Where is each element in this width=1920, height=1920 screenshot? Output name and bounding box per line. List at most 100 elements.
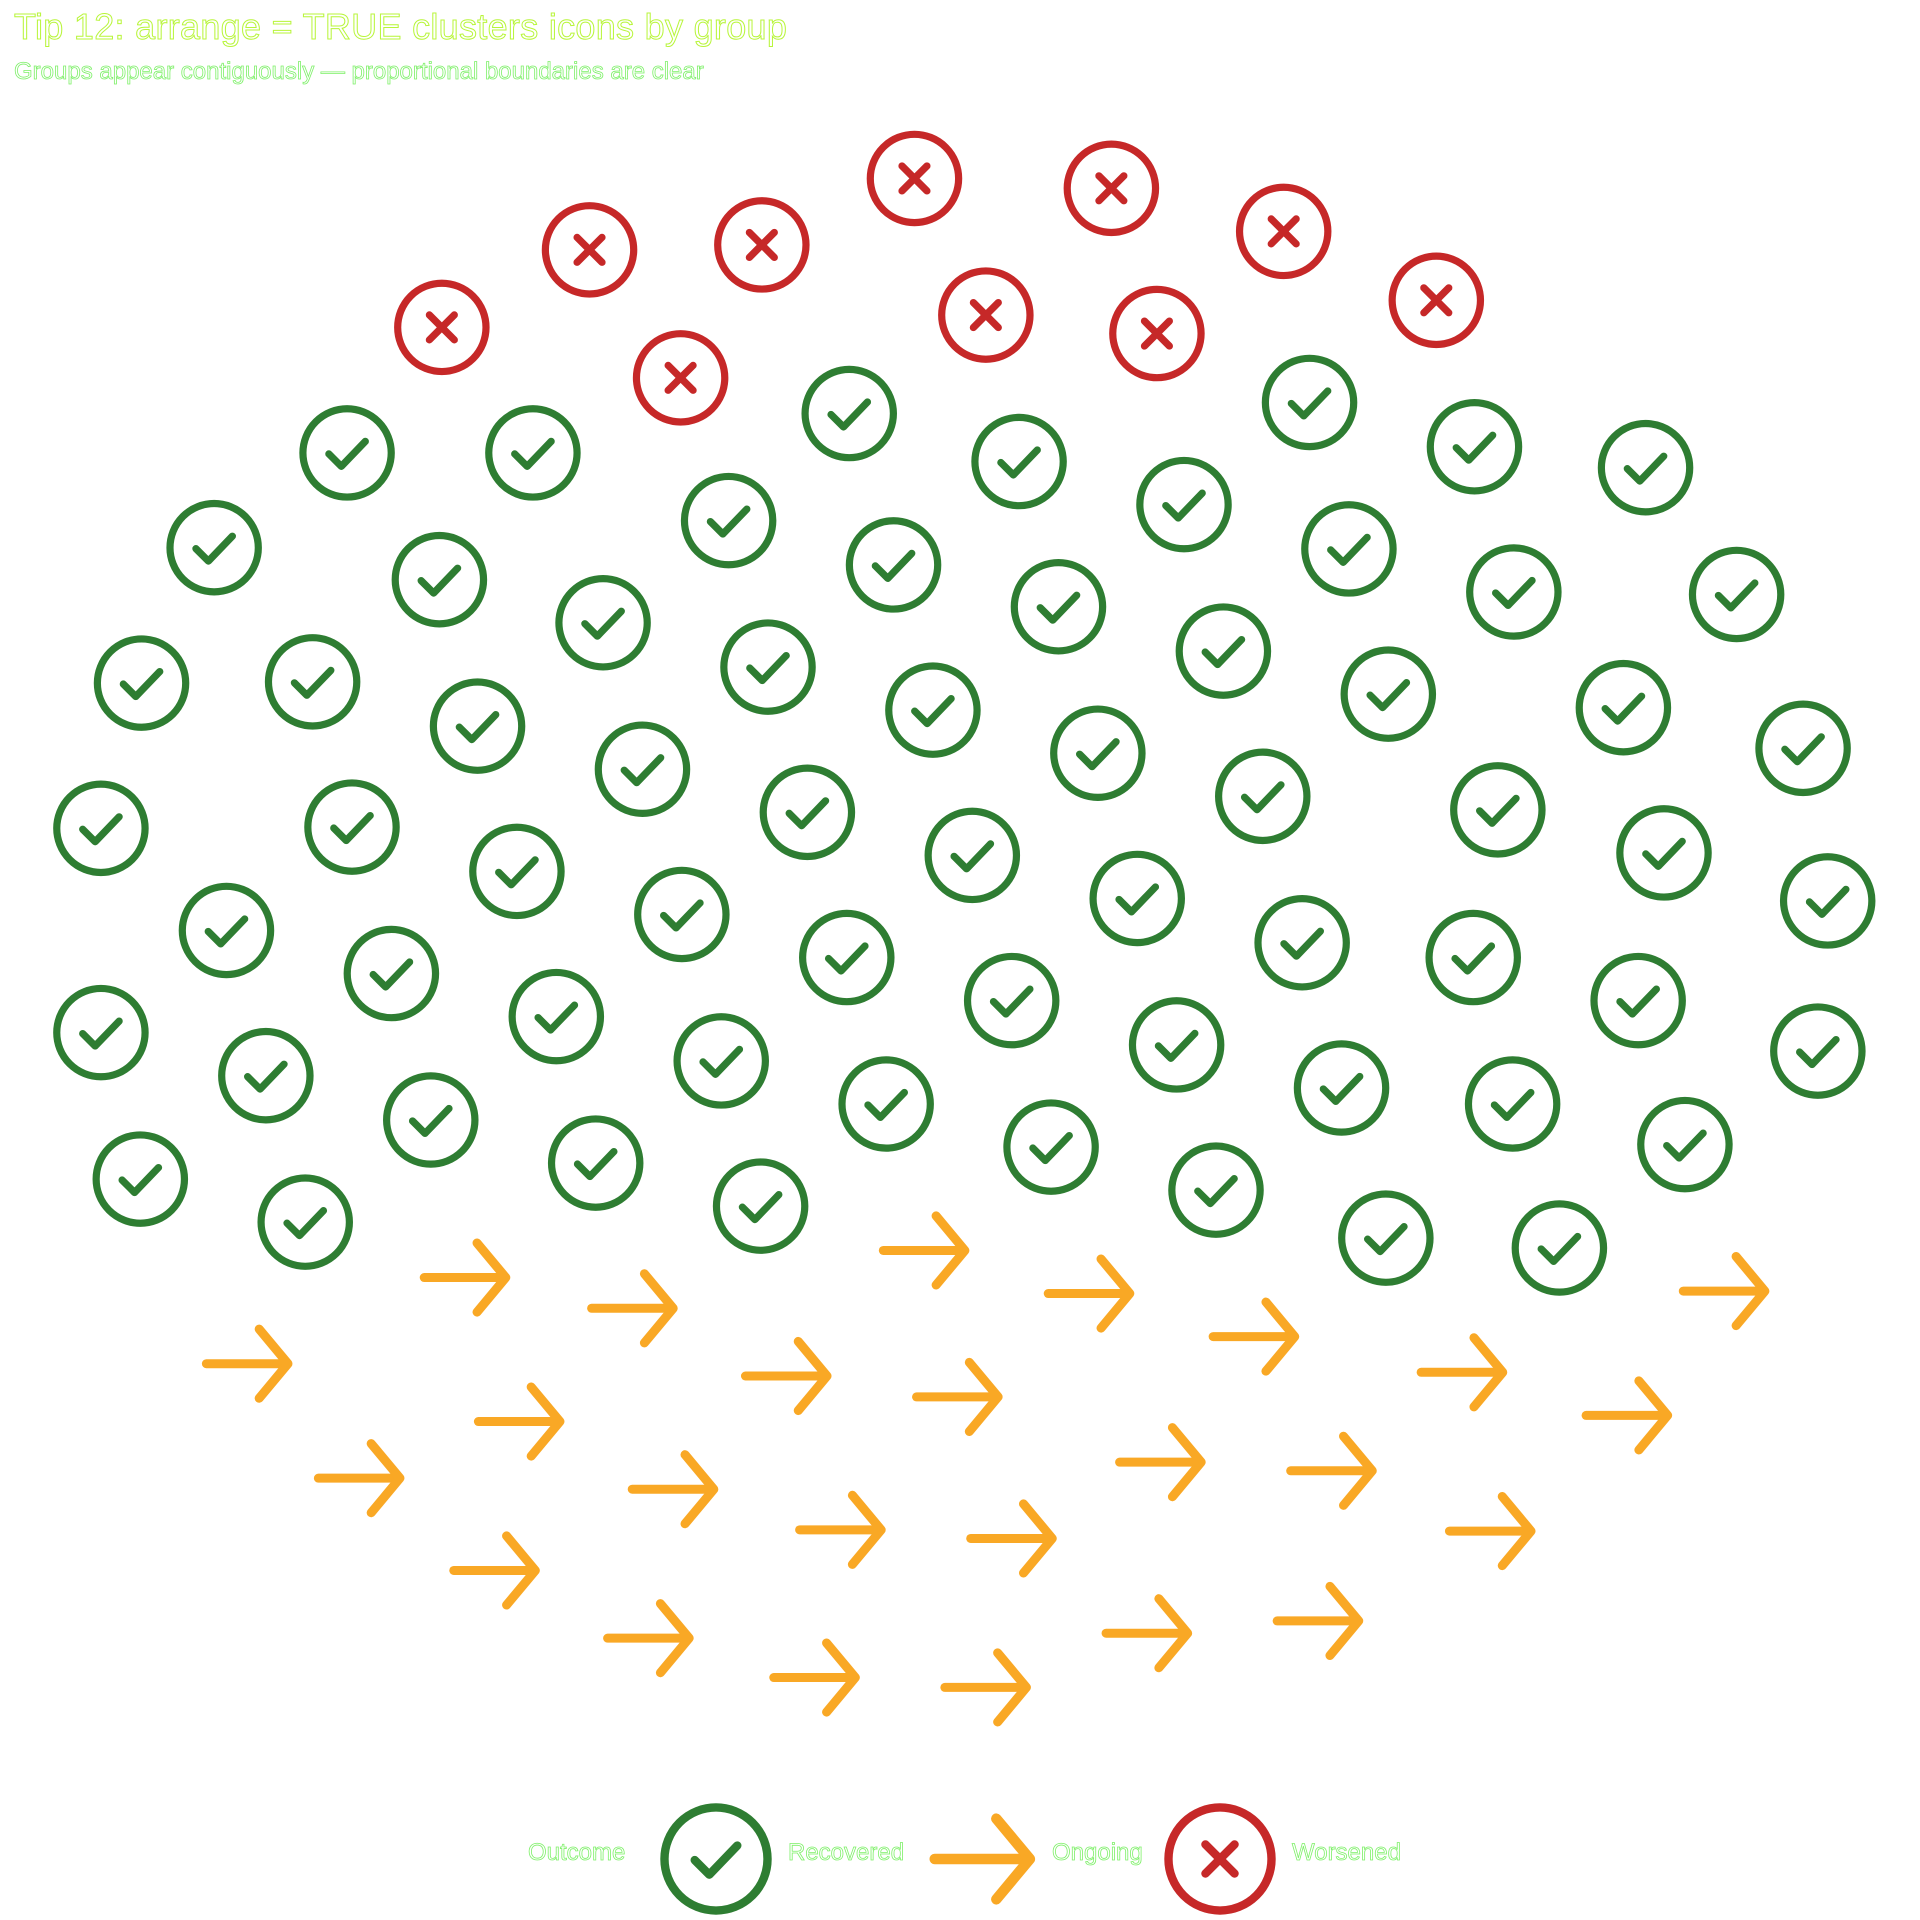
check-circle-mark-recovered — [680, 472, 777, 569]
check-circle-mark-recovered — [1089, 850, 1185, 947]
arrow-right-mark-ongoing — [419, 1238, 511, 1317]
check-circle-mark-recovered — [264, 634, 361, 730]
x-circle-mark-worsened — [632, 330, 729, 426]
check-circle-mark-recovered — [485, 405, 581, 501]
check-circle-mark-recovered — [1340, 646, 1437, 742]
arrow-right-mark-ongoing — [1101, 1594, 1193, 1673]
arrow-right-mark-ongoing — [1208, 1297, 1300, 1376]
legend-label-recovered: Recovered — [788, 1839, 905, 1867]
check-circle-mark-recovered — [53, 780, 149, 877]
chart-subtitle: Groups appear contiguously — proportiona… — [14, 58, 705, 86]
arrow-right-mark-ongoing — [795, 1490, 886, 1569]
check-circle-mark-recovered — [469, 823, 565, 920]
check-circle-mark-recovered — [508, 968, 605, 1065]
x-circle-mark-worsened — [394, 279, 490, 376]
arrow-right-mark-ongoing — [1444, 1492, 1536, 1571]
check-circle-mark-recovered — [1688, 546, 1785, 643]
chart-title: Tip 12: arrange = TRUE clusters icons by… — [13, 6, 788, 48]
check-circle-mark-recovered — [1136, 456, 1232, 553]
arrow-right-mark-ongoing — [627, 1450, 719, 1529]
check-circle-mark-recovered — [1779, 853, 1876, 949]
check-circle-mark-recovered — [1301, 501, 1397, 597]
check-circle-mark-recovered — [1575, 659, 1672, 756]
check-circle-mark-recovered — [1128, 997, 1225, 1093]
check-circle-mark-recovered — [1050, 705, 1146, 801]
check-circle-mark-recovered — [1616, 805, 1712, 901]
arrow-right-mark-ongoing — [912, 1357, 1003, 1436]
check-circle-mark-recovered — [218, 1027, 314, 1124]
check-circle-mark-recovered — [1597, 419, 1694, 516]
check-circle-mark-recovered — [885, 662, 981, 758]
check-circle-mark-recovered — [1175, 603, 1272, 699]
arrow-right-icon — [929, 1813, 1036, 1905]
arrow-right-mark-ongoing — [313, 1439, 405, 1518]
check-circle-mark-recovered — [838, 1056, 934, 1152]
check-circle-mark-recovered — [1466, 544, 1562, 640]
arrow-right-mark-ongoing — [1043, 1254, 1135, 1333]
check-circle-mark-recovered — [594, 721, 691, 817]
check-circle-mark-recovered — [673, 1013, 769, 1109]
check-circle-mark-recovered — [801, 365, 897, 462]
check-circle-mark-recovered — [1254, 895, 1350, 991]
x-circle-icon — [1164, 1803, 1276, 1915]
arrow-right-mark-ongoing — [1286, 1431, 1377, 1510]
check-circle-mark-recovered — [383, 1072, 479, 1168]
arrow-right-mark-ongoing — [587, 1269, 678, 1348]
arrow-right-mark-ongoing — [1678, 1252, 1770, 1331]
arrow-right-mark-ongoing — [449, 1531, 540, 1610]
check-circle-mark-recovered — [166, 499, 262, 596]
check-circle-mark-recovered — [304, 779, 400, 875]
check-circle-mark-recovered — [1425, 909, 1521, 1006]
check-circle-mark-recovered — [1215, 748, 1311, 845]
check-circle-mark-recovered — [759, 764, 856, 861]
x-circle-mark-worsened — [1388, 252, 1485, 349]
x-circle-mark-worsened — [938, 267, 1034, 363]
x-circle-mark-worsened — [1109, 285, 1205, 382]
arrow-right-mark-ongoing — [1272, 1581, 1364, 1660]
legend: Outcome Recovered Ongoing Worsened — [0, 1795, 1920, 1915]
check-circle-mark-recovered — [799, 909, 895, 1006]
x-circle-mark-worsened — [866, 130, 963, 227]
check-circle-mark-recovered — [720, 619, 816, 715]
check-circle-mark-recovered — [1168, 1142, 1264, 1238]
check-circle-mark-recovered — [1010, 559, 1107, 655]
check-circle-mark-recovered — [1450, 762, 1546, 858]
arrow-right-mark-ongoing — [740, 1336, 832, 1416]
check-circle-mark-recovered — [1755, 700, 1851, 797]
check-circle-mark-recovered — [93, 635, 190, 731]
check-circle-mark-recovered — [1293, 1040, 1390, 1136]
check-circle-mark-recovered — [1338, 1190, 1434, 1286]
arrow-right-mark-ongoing — [878, 1211, 970, 1290]
check-circle-mark-recovered — [1003, 1099, 1099, 1195]
check-circle-mark-recovered — [257, 1174, 353, 1270]
check-circle-mark-recovered — [391, 531, 488, 628]
arrow-right-mark-ongoing — [603, 1599, 694, 1678]
arrow-right-mark-ongoing — [1416, 1333, 1508, 1412]
legend-title: Outcome — [528, 1839, 626, 1867]
legend-label-ongoing: Ongoing — [1052, 1839, 1144, 1867]
check-circle-mark-recovered — [1261, 354, 1358, 451]
check-circle-icon — [660, 1803, 772, 1915]
check-circle-mark-recovered — [712, 1158, 809, 1254]
check-circle-mark-recovered — [1770, 1003, 1866, 1099]
arrow-right-mark-ongoing — [940, 1648, 1031, 1727]
arrow-right-mark-ongoing — [769, 1638, 860, 1717]
x-circle-mark-worsened — [1063, 140, 1160, 237]
arrow-right-mark-ongoing — [201, 1324, 293, 1403]
x-circle-mark-worsened — [541, 202, 638, 298]
check-circle-mark-recovered — [1637, 1096, 1733, 1193]
check-circle-mark-recovered — [178, 882, 275, 979]
check-circle-mark-recovered — [1590, 952, 1686, 1049]
check-circle-mark-recovered — [343, 925, 440, 1022]
check-circle-mark-recovered — [971, 413, 1067, 510]
check-circle-mark-recovered — [555, 575, 651, 671]
check-circle-mark-recovered — [963, 952, 1060, 1049]
check-circle-mark-recovered — [1426, 399, 1523, 495]
arrow-right-mark-ongoing — [1115, 1423, 1206, 1502]
check-circle-mark-recovered — [924, 807, 1021, 904]
check-circle-mark-recovered — [547, 1115, 644, 1211]
check-circle-mark-recovered — [429, 678, 526, 774]
arrow-right-mark-ongoing — [1581, 1376, 1673, 1455]
arrow-right-mark-ongoing — [966, 1499, 1057, 1578]
